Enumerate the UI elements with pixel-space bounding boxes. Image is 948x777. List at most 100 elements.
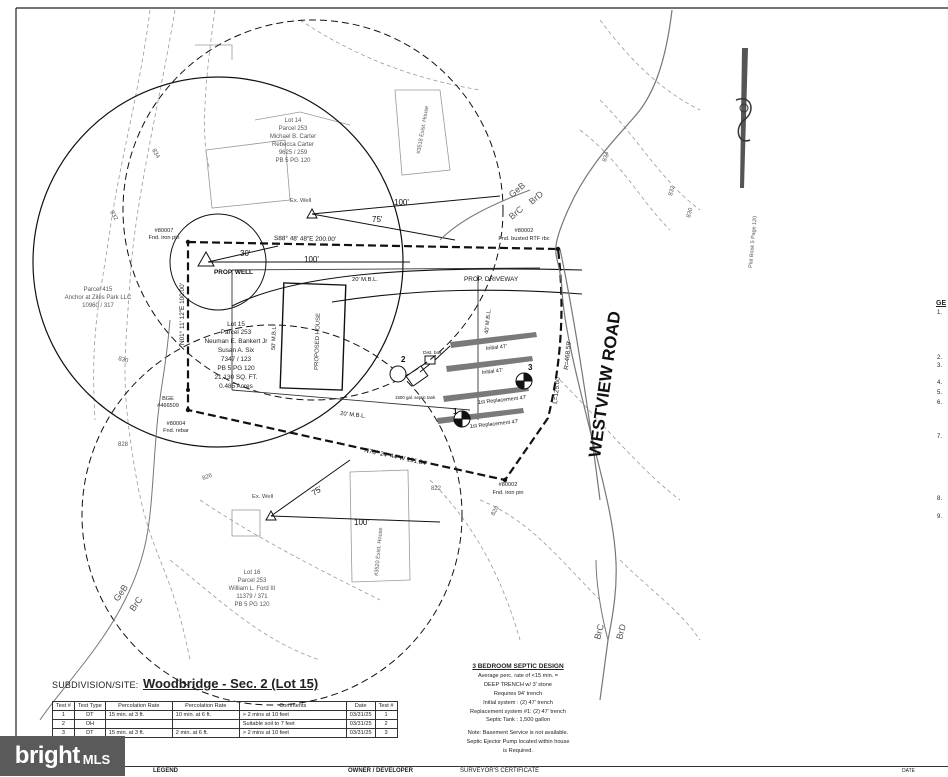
svg-text:Susan A. Six: Susan A. Six	[218, 347, 255, 354]
table-row: 1 DT 15 min. at 3 ft. 10 min. at 6 ft. >…	[52, 710, 398, 720]
table-header: Percolation Rate	[171, 701, 240, 711]
svg-text:832: 832	[108, 210, 119, 222]
table-cell	[171, 719, 240, 729]
table-cell: OH	[73, 719, 106, 729]
septic-design-line: Septic Ejector Pump located within house	[466, 739, 570, 746]
proposed-driveway	[231, 268, 583, 307]
svg-text:#80002: #80002	[499, 482, 518, 488]
svg-text:Ex. Well: Ex. Well	[290, 198, 311, 204]
north-arrow-icon	[735, 48, 752, 188]
svg-text:#3520 Exist. House: #3520 Exist. House	[374, 527, 384, 576]
svg-text:PB 5 PG 120: PB 5 PG 120	[275, 158, 311, 164]
table-header-row: Test # Test Type Percolation Rate Percol…	[52, 701, 398, 711]
table-row: 2 OH Suitable soil to 7 feet 03/31/25 2	[52, 719, 398, 729]
svg-text:75': 75'	[310, 484, 324, 498]
svg-text:#80007: #80007	[155, 228, 174, 234]
svg-text:PROP. WELL: PROP. WELL	[214, 269, 253, 276]
svg-text:10960 / 317: 10960 / 317	[82, 303, 114, 309]
svg-text:50' M.B.L.: 50' M.B.L.	[271, 324, 278, 350]
septic-tank-and-dist-box	[405, 345, 451, 387]
svg-text:820: 820	[491, 505, 502, 517]
svg-text:PB 5 PG 120: PB 5 PG 120	[217, 365, 255, 372]
septic-design-line: Replacement system #1: (2) 47' trench	[470, 708, 566, 715]
test-hole-markers	[389, 365, 533, 428]
owner-header: OWNER / DEVELOPER	[348, 768, 414, 774]
svg-text:BrC: BrC	[507, 204, 526, 222]
svg-text:Parcel 253: Parcel 253	[221, 329, 252, 336]
svg-text:7347 / 123: 7347 / 123	[221, 356, 252, 363]
svg-text:BGE: BGE	[162, 396, 174, 402]
svg-text:830: 830	[686, 207, 695, 219]
svg-text:20' M.B.L.: 20' M.B.L.	[340, 411, 367, 420]
svg-text:PROP. DRIVEWAY: PROP. DRIVEWAY	[464, 276, 519, 283]
table-header: Test Type	[73, 701, 106, 711]
svg-text:1st Replacement 47': 1st Replacement 47'	[470, 419, 519, 430]
lot-16-label: Lot 16 Parcel 253 William L. Ford III 11…	[229, 570, 276, 608]
note-number: 2.	[937, 355, 943, 361]
table-cell	[104, 719, 173, 729]
dimension-lines	[207, 195, 501, 523]
table-cell: 1	[374, 710, 398, 720]
svg-text:100': 100'	[354, 518, 369, 527]
svg-text:PB 5 PG 120: PB 5 PG 120	[234, 602, 270, 608]
svg-text:Fnd. busted RTF rbc: Fnd. busted RTF rbc	[498, 236, 549, 242]
watermark-brand: bright	[14, 742, 80, 769]
svg-text:Parcel 253: Parcel 253	[279, 126, 308, 132]
notes-header: GE	[936, 300, 947, 307]
road-name: WESTVIEW ROAD	[585, 310, 624, 459]
svg-text:BrD: BrD	[527, 189, 546, 207]
septic-design-line: Requires 94' trench	[493, 690, 543, 697]
table-header: Date	[345, 701, 376, 711]
road-lines	[555, 9, 673, 701]
svg-text:Michael B. Carter: Michael B. Carter	[270, 134, 316, 140]
table-cell: DT	[73, 710, 106, 720]
corner-pins	[185, 239, 561, 483]
svg-text:GeB: GeB	[507, 180, 527, 199]
svg-text:Anchor at Ziles Park LLC: Anchor at Ziles Park LLC	[65, 295, 132, 301]
well-markers	[197, 207, 318, 521]
table-cell: 03/31/25	[345, 719, 376, 729]
note-number: 4.	[937, 380, 943, 386]
table-cell: 03/31/25	[345, 728, 376, 738]
svg-text:21,130 SQ. FT.: 21,130 SQ. FT.	[215, 374, 258, 381]
svg-text:Parcel 253: Parcel 253	[238, 578, 267, 584]
septic-design-line: Septic Tank : 1,500 gallon	[486, 717, 550, 724]
svg-text:S88° 48' 48"E 200.00': S88° 48' 48"E 200.00'	[274, 234, 336, 243]
svg-text:Fnd. iron pin: Fnd. iron pin	[492, 490, 523, 496]
svg-text:Lot 15: Lot 15	[227, 321, 245, 328]
subdivision-value: Woodbridge - Sec. 2 (Lot 15)	[142, 676, 319, 691]
table-cell: 03/31/25	[345, 710, 376, 720]
svg-text:BrC: BrC	[592, 622, 606, 640]
note-number: 8.	[937, 496, 943, 502]
septic-design-line: is Required.	[503, 748, 533, 755]
svg-text:PROPOSED HOUSE: PROPOSED HOUSE	[314, 313, 322, 370]
table-cell: 3	[374, 728, 398, 738]
septic-design-line: Average perc. rate of <15 min. =	[477, 672, 559, 679]
svg-text:11379 / 371: 11379 / 371	[236, 594, 268, 600]
svg-text:Neuman E. Bankert Jr: Neuman E. Bankert Jr	[205, 338, 269, 345]
svg-text:BrC: BrC	[127, 594, 144, 613]
svg-text:Ex. Well: Ex. Well	[252, 494, 273, 500]
proposed-house-footprint	[279, 282, 347, 391]
svg-text:0.485 Acres: 0.485 Acres	[219, 383, 253, 390]
parcel-415-label: Parcel 415 Anchor at Ziles Park LLC 1096…	[65, 287, 132, 309]
svg-text:832: 832	[668, 185, 677, 197]
table-cell: 2	[374, 719, 398, 729]
svg-text:#466509: #466509	[157, 403, 179, 409]
svg-text:Lot 16: Lot 16	[244, 570, 261, 576]
contour-lines	[93, 9, 701, 661]
svg-text:828: 828	[118, 442, 129, 448]
svg-text:1st Replacement 47': 1st Replacement 47'	[478, 395, 527, 406]
svg-text:834: 834	[602, 151, 611, 163]
svg-text:N01° 11' 12"E 100.00': N01° 11' 12"E 100.00'	[178, 283, 186, 345]
table-cell: 2	[52, 719, 75, 729]
svg-text:2: 2	[401, 355, 406, 364]
septic-design-title: 3 BEDROOM SEPTIC DESIGN	[472, 663, 564, 670]
note-number: 7.	[937, 434, 943, 440]
svg-text:William L. Ford III: William L. Ford III	[229, 586, 276, 592]
table-cell: 10 min. at 6 ft.	[171, 710, 240, 720]
svg-text:1500 gal. septic tank: 1500 gal. septic tank	[395, 395, 436, 400]
svg-text:834: 834	[150, 148, 161, 160]
soil-boundaries	[39, 189, 609, 721]
svg-text:1: 1	[453, 407, 458, 416]
